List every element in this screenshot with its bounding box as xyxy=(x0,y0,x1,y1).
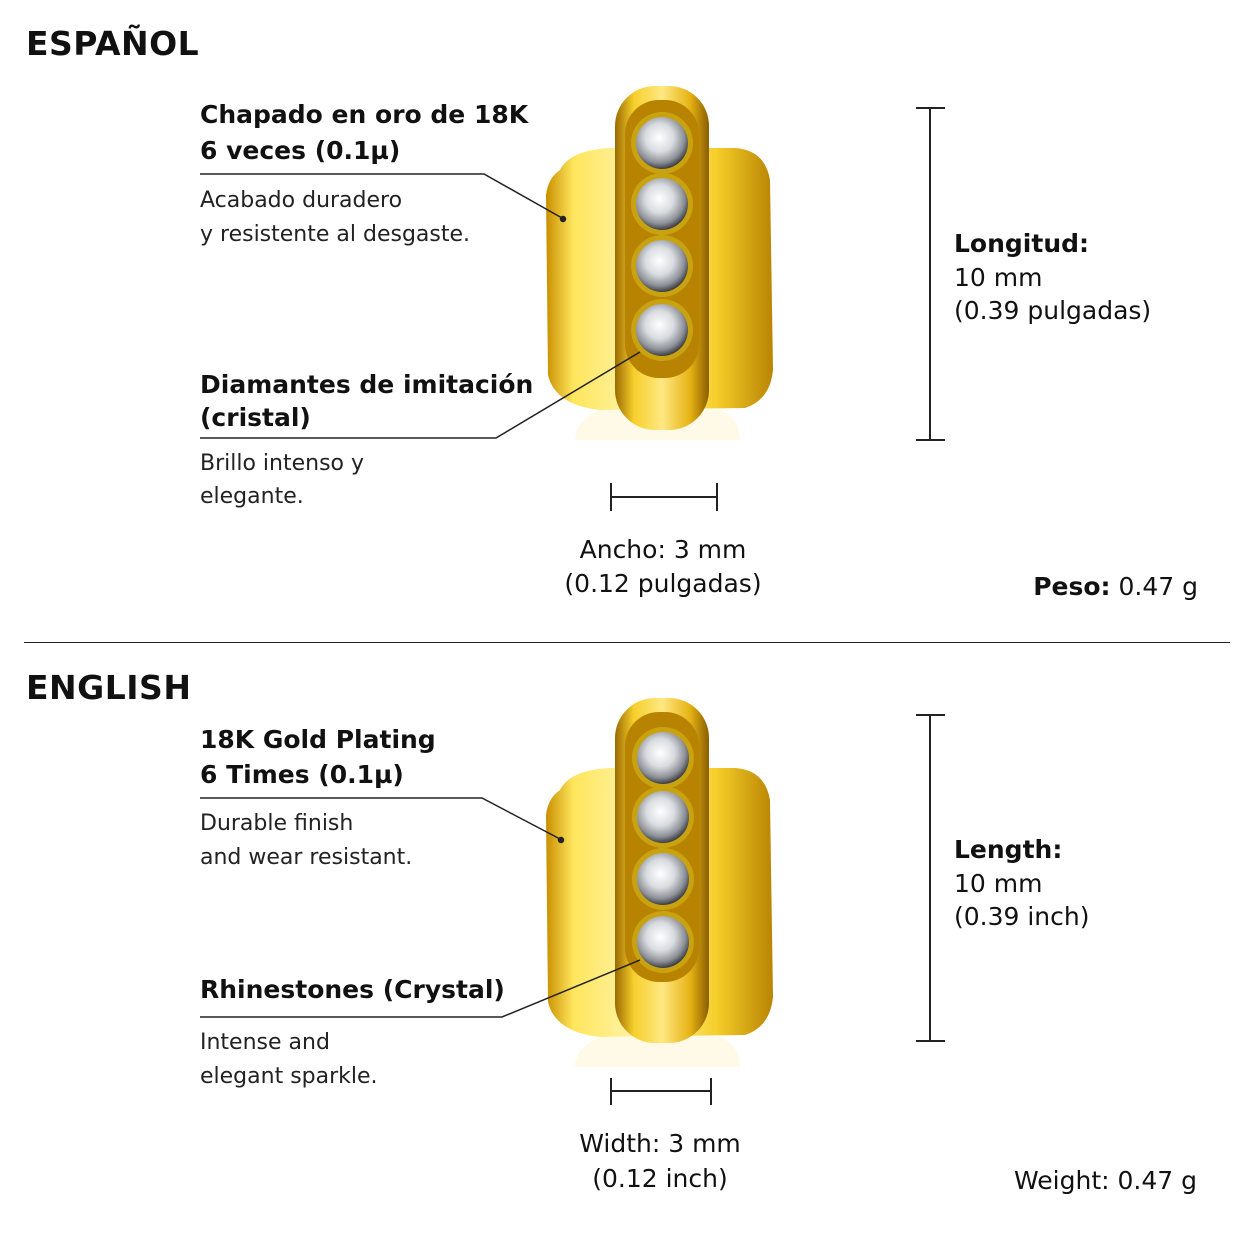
rhinestone-icon xyxy=(631,112,693,361)
length-dimension-line xyxy=(916,107,945,441)
plating-title-line2: 6 veces (0.1µ) xyxy=(200,136,401,165)
weight-value: 0.47 g xyxy=(1110,572,1199,601)
product-illustration xyxy=(200,86,945,511)
plating-description: Acabado duradero xyxy=(200,188,403,213)
stones-title: Diamantes de imitación xyxy=(200,370,534,399)
plating-title: 18K Gold Plating xyxy=(200,725,436,754)
leader-lines xyxy=(200,797,641,1018)
weight-label: Peso: 0.47 g xyxy=(1033,572,1198,601)
length-value-inch: (0.39 inch) xyxy=(954,902,1090,931)
length-label: Longitud: xyxy=(954,229,1090,258)
stones-description: Intense and xyxy=(200,1030,330,1055)
stones-title-line2: (cristal) xyxy=(200,403,311,432)
plating-description-line2: y resistente al desgaste. xyxy=(200,222,471,247)
plating-title: Chapado en oro de 18K xyxy=(200,100,529,129)
section-heading: ENGLISH xyxy=(26,668,192,707)
width-dimension-line xyxy=(610,1078,712,1105)
leader-lines xyxy=(200,173,641,439)
stones-description-line2: elegante. xyxy=(200,484,304,509)
stones-description-line2: elegant sparkle. xyxy=(200,1064,378,1089)
width-label-inch: (0.12 pulgadas) xyxy=(564,569,762,598)
length-dimension-line xyxy=(916,714,945,1042)
weight-label-bold: Peso: xyxy=(1033,572,1111,601)
spanish-section: ESPAÑOL xyxy=(26,24,1198,601)
width-dimension-line xyxy=(610,483,718,511)
length-label: Length: xyxy=(954,835,1063,864)
rhinestone-icon xyxy=(632,727,694,973)
length-value: 10 mm xyxy=(954,263,1043,292)
width-label: Ancho: 3 mm xyxy=(579,535,747,564)
width-label-inch: (0.12 inch) xyxy=(592,1164,728,1193)
stones-title: Rhinestones (Crystal) xyxy=(200,975,505,1004)
section-heading: ESPAÑOL xyxy=(26,24,200,63)
english-section: ENGLISH xyxy=(0,627,1254,1254)
width-label: Width: 3 mm xyxy=(579,1129,741,1158)
weight-label: Weight: 0.47 g xyxy=(1014,1166,1197,1195)
plating-description-line2: and wear resistant. xyxy=(200,845,413,870)
stones-description: Brillo intenso y xyxy=(200,451,365,476)
section-divider xyxy=(24,642,1230,643)
length-value-inch: (0.39 pulgadas) xyxy=(954,296,1152,325)
plating-description: Durable finish xyxy=(200,811,354,836)
length-value: 10 mm xyxy=(954,869,1043,898)
plating-title-line2: 6 Times (0.1µ) xyxy=(200,760,404,789)
product-illustration xyxy=(200,698,945,1105)
